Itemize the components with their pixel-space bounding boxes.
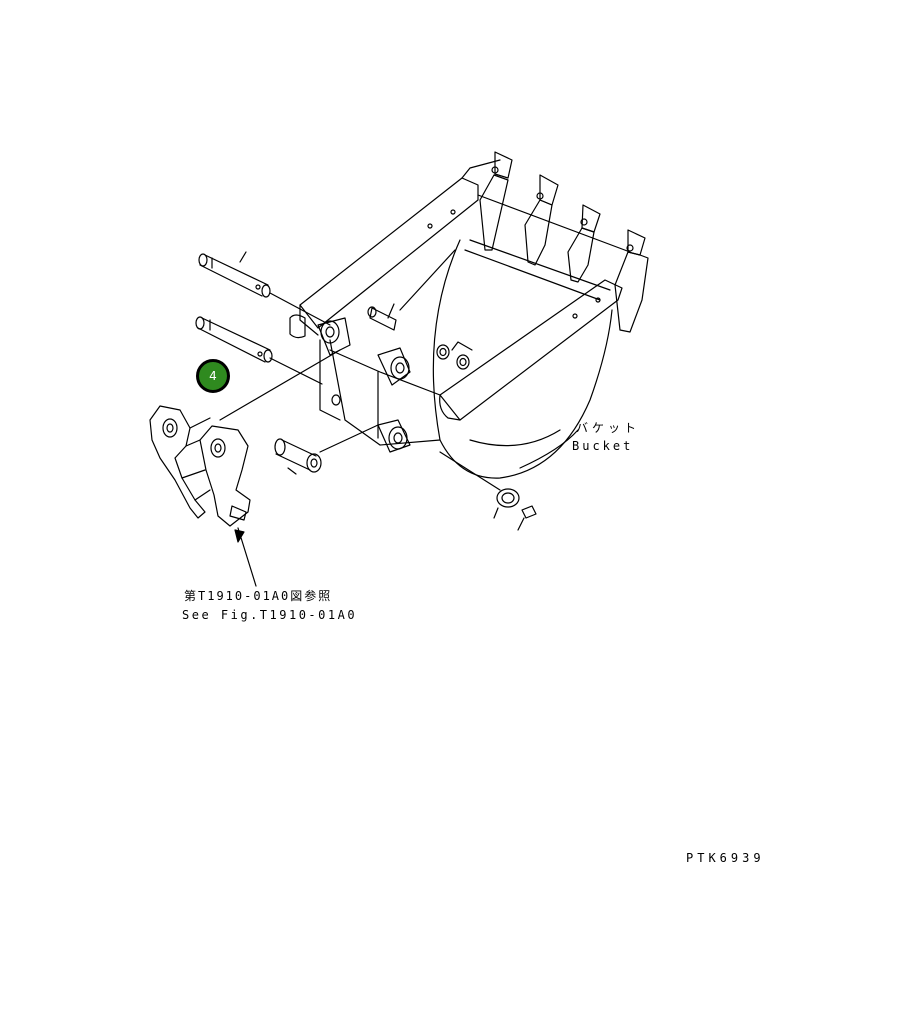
callout-number: 4 <box>209 369 217 383</box>
callout-4[interactable]: 4 <box>196 359 230 393</box>
bucket-label-en: Bucket <box>572 439 634 453</box>
ring <box>439 451 520 519</box>
bucket-label-jp: バケット <box>576 421 641 435</box>
bushing <box>274 424 379 475</box>
pin-lower <box>195 316 323 385</box>
bucket-teeth <box>479 151 649 333</box>
reference-label-jp: 第T1910-01A0図参照 <box>184 589 333 603</box>
reference-label-en: See Fig.T1910-01A0 <box>182 608 358 622</box>
pin-upper <box>198 251 331 326</box>
linkage <box>149 349 341 587</box>
drawing-code: PTK6939 <box>686 851 765 865</box>
nuts <box>436 341 473 370</box>
bucket-leader-line <box>519 429 579 469</box>
bolt <box>367 303 397 331</box>
bucket <box>289 151 649 479</box>
plug <box>517 505 537 531</box>
